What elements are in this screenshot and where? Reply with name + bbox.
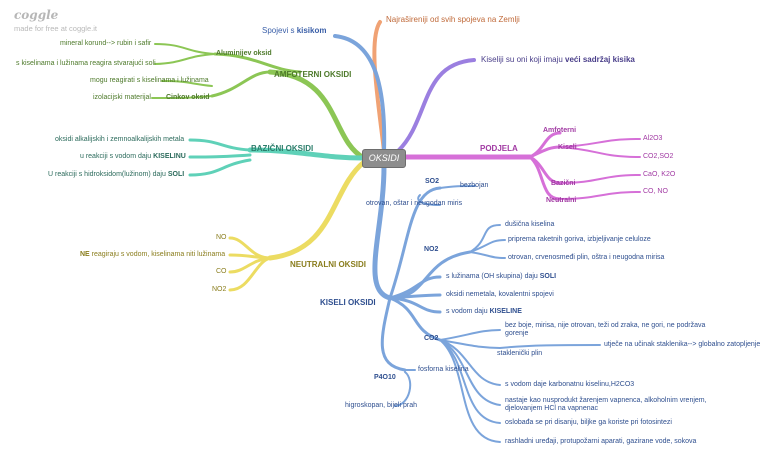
node-podjela-amfoterni[interactable]: Amfoterni	[543, 127, 577, 134]
branch-kiseliji	[396, 58, 476, 153]
node-kiseli-oksidi[interactable]: KISELI OKSIDI	[320, 298, 376, 307]
branch-bazicni	[188, 138, 367, 177]
node-nastaje-1[interactable]: nastaje kao nusprodukt žarenjem vapnenca…	[505, 397, 707, 404]
node-so2-bezbojan[interactable]: bezbojan	[460, 182, 489, 189]
node-voda-text: u reakciji s vodom daju	[80, 153, 154, 160]
node-co2-bezboje-2[interactable]: gorenje	[505, 330, 529, 337]
node-mogu-reagirati[interactable]: mogu reagirati s kiselinama i lužinama	[90, 77, 209, 84]
node-izolacijski[interactable]: izolacijski materijal	[93, 94, 151, 101]
node-aluminijev-oksid[interactable]: Aluminijev oksid	[216, 50, 272, 57]
header-subtitle: made for free at coggle.it	[14, 24, 97, 33]
node-so2[interactable]: SO2	[425, 178, 440, 185]
node-cao-k2o[interactable]: CaO, K2O	[643, 171, 676, 178]
node-staklenicki[interactable]: staklenički plin	[497, 350, 543, 357]
node-podjela-kiseli[interactable]: Kiseli	[558, 144, 577, 151]
node-neutralni-co[interactable]: CO	[216, 268, 227, 275]
node-nastaje-2[interactable]: djelovanjem HCl na vapnenac	[505, 405, 598, 412]
node-no2-otrovan[interactable]: otrovan, crvenosmeđi plin, oštra i neugo…	[508, 254, 665, 261]
node-vodom-kiseline[interactable]: s vodom daju KISELINE	[446, 308, 522, 315]
node-rashladni[interactable]: rashladni uređaji, protupožarni aparati,…	[505, 438, 697, 445]
node-amfoterni-oksidi[interactable]: AMFOTERNI OKSIDI	[274, 70, 352, 79]
branch-kiseli	[372, 163, 601, 443]
node-cinkov-oksid[interactable]: Cinkov oksid	[166, 94, 210, 101]
node-co2[interactable]: CO2	[424, 335, 439, 342]
node-neutralni-no2[interactable]: NO2	[212, 286, 227, 293]
branch-neutralni	[228, 159, 367, 292]
node-voda-kiselinu[interactable]: u reakciji s vodom daju KISELINU	[80, 153, 186, 160]
node-luzinama-text: s lužinama (OH skupina) daju	[446, 273, 540, 280]
branch-podjela	[401, 131, 641, 201]
node-neutralni-oksidi[interactable]: NEUTRALNI OKSIDI	[290, 260, 366, 269]
node-kiseliji-bold: veći sadržaj kisika	[565, 55, 635, 64]
node-ne-text: reagiraju s vodom, kiselinama niti lužin…	[89, 251, 226, 258]
node-utjece[interactable]: utječe na učinak staklenika--> globalno …	[604, 341, 761, 348]
node-co2-bezboje-1[interactable]: bez boje, mirisa, nije otrovan, teži od …	[505, 322, 706, 329]
node-spojevi-text: Spojevi s	[262, 26, 297, 35]
node-podjela[interactable]: PODJELA	[480, 144, 518, 153]
node-najrasireniji[interactable]: Najrašireniji od svih spojeva na Zemlji	[386, 15, 520, 24]
node-luzinama-soli[interactable]: s lužinama (OH skupina) daju SOLI	[446, 273, 556, 280]
node-higroskopan[interactable]: higroskopan, bijeli prah	[345, 402, 417, 409]
node-bazicni-oksidi[interactable]: BAZIČNI OKSIDI	[251, 144, 314, 153]
node-podjela-bazicni[interactable]: Bazični	[551, 180, 576, 187]
node-luzinama-bold: SOLI	[539, 273, 557, 280]
node-al2o3[interactable]: Al2O3	[643, 135, 663, 142]
branch-spojevi	[333, 34, 387, 153]
node-dusicna[interactable]: dušična kiselina	[505, 221, 555, 228]
node-spojevi[interactable]: Spojevi s kisikom	[262, 26, 326, 35]
node-hidroksid-text: U reakciji s hidroksidom(lužinom) daju	[48, 171, 168, 178]
node-so2-otrovan[interactable]: otrovan, oštar i neugodan miris	[366, 200, 463, 207]
node-voda-bold: KISELINU	[153, 153, 186, 160]
node-alkalijskih[interactable]: oksidi alkalijskih i zemnoalkalijskih me…	[55, 136, 185, 143]
node-kiseliji[interactable]: Kiseliji su oni koji imaju veći sadržaj …	[481, 55, 635, 64]
node-svodom-bold: KISELINE	[489, 308, 522, 315]
node-priprema[interactable]: priprema raketnih goriva, izbjeljivanje …	[508, 236, 651, 243]
node-nemetala[interactable]: oksidi nemetala, kovalentni spojevi	[446, 291, 554, 298]
node-p4o10[interactable]: P4O10	[374, 374, 396, 381]
node-ne-reagiraju[interactable]: NE reagiraju s vodom, kiselinama niti lu…	[80, 251, 225, 258]
node-svodom-text: s vodom daju	[446, 308, 490, 315]
node-neutralni-no[interactable]: NO	[216, 234, 227, 241]
node-fosforna[interactable]: fosforna kiselina	[418, 366, 469, 373]
coggle-logo: coggle	[14, 8, 59, 22]
node-hidroksid-soli[interactable]: U reakciji s hidroksidom(lužinom) daju S…	[48, 171, 184, 178]
branch-amfoterni	[151, 43, 367, 161]
node-karbonatna[interactable]: s vodom daje karbonatnu kiselinu,H2CO3	[505, 381, 635, 388]
node-hidroksid-bold: SOLI	[167, 171, 185, 178]
node-ne-bold: NE	[80, 251, 90, 258]
node-podjela-neutralni[interactable]: Neutralni	[546, 197, 577, 204]
node-oslobada[interactable]: oslobađa se pri disanju, biljke ga koris…	[505, 419, 672, 426]
node-no2[interactable]: NO2	[424, 246, 439, 253]
node-spojevi-bold: kisikom	[296, 26, 327, 35]
node-reagira-soli[interactable]: s kiselinama i lužinama reagira stvaraju…	[16, 60, 156, 67]
node-co-no[interactable]: CO, NO	[643, 188, 668, 195]
center-node-oksidi[interactable]: OKSIDI	[362, 149, 406, 168]
node-korund[interactable]: mineral korund--> rubin i safir	[60, 40, 152, 47]
header: coggle made for free at coggle.it	[14, 8, 97, 33]
node-kiseliji-text: Kiseliji su oni koji imaju	[481, 55, 566, 64]
node-co2so2[interactable]: CO2,SO2	[643, 153, 674, 160]
